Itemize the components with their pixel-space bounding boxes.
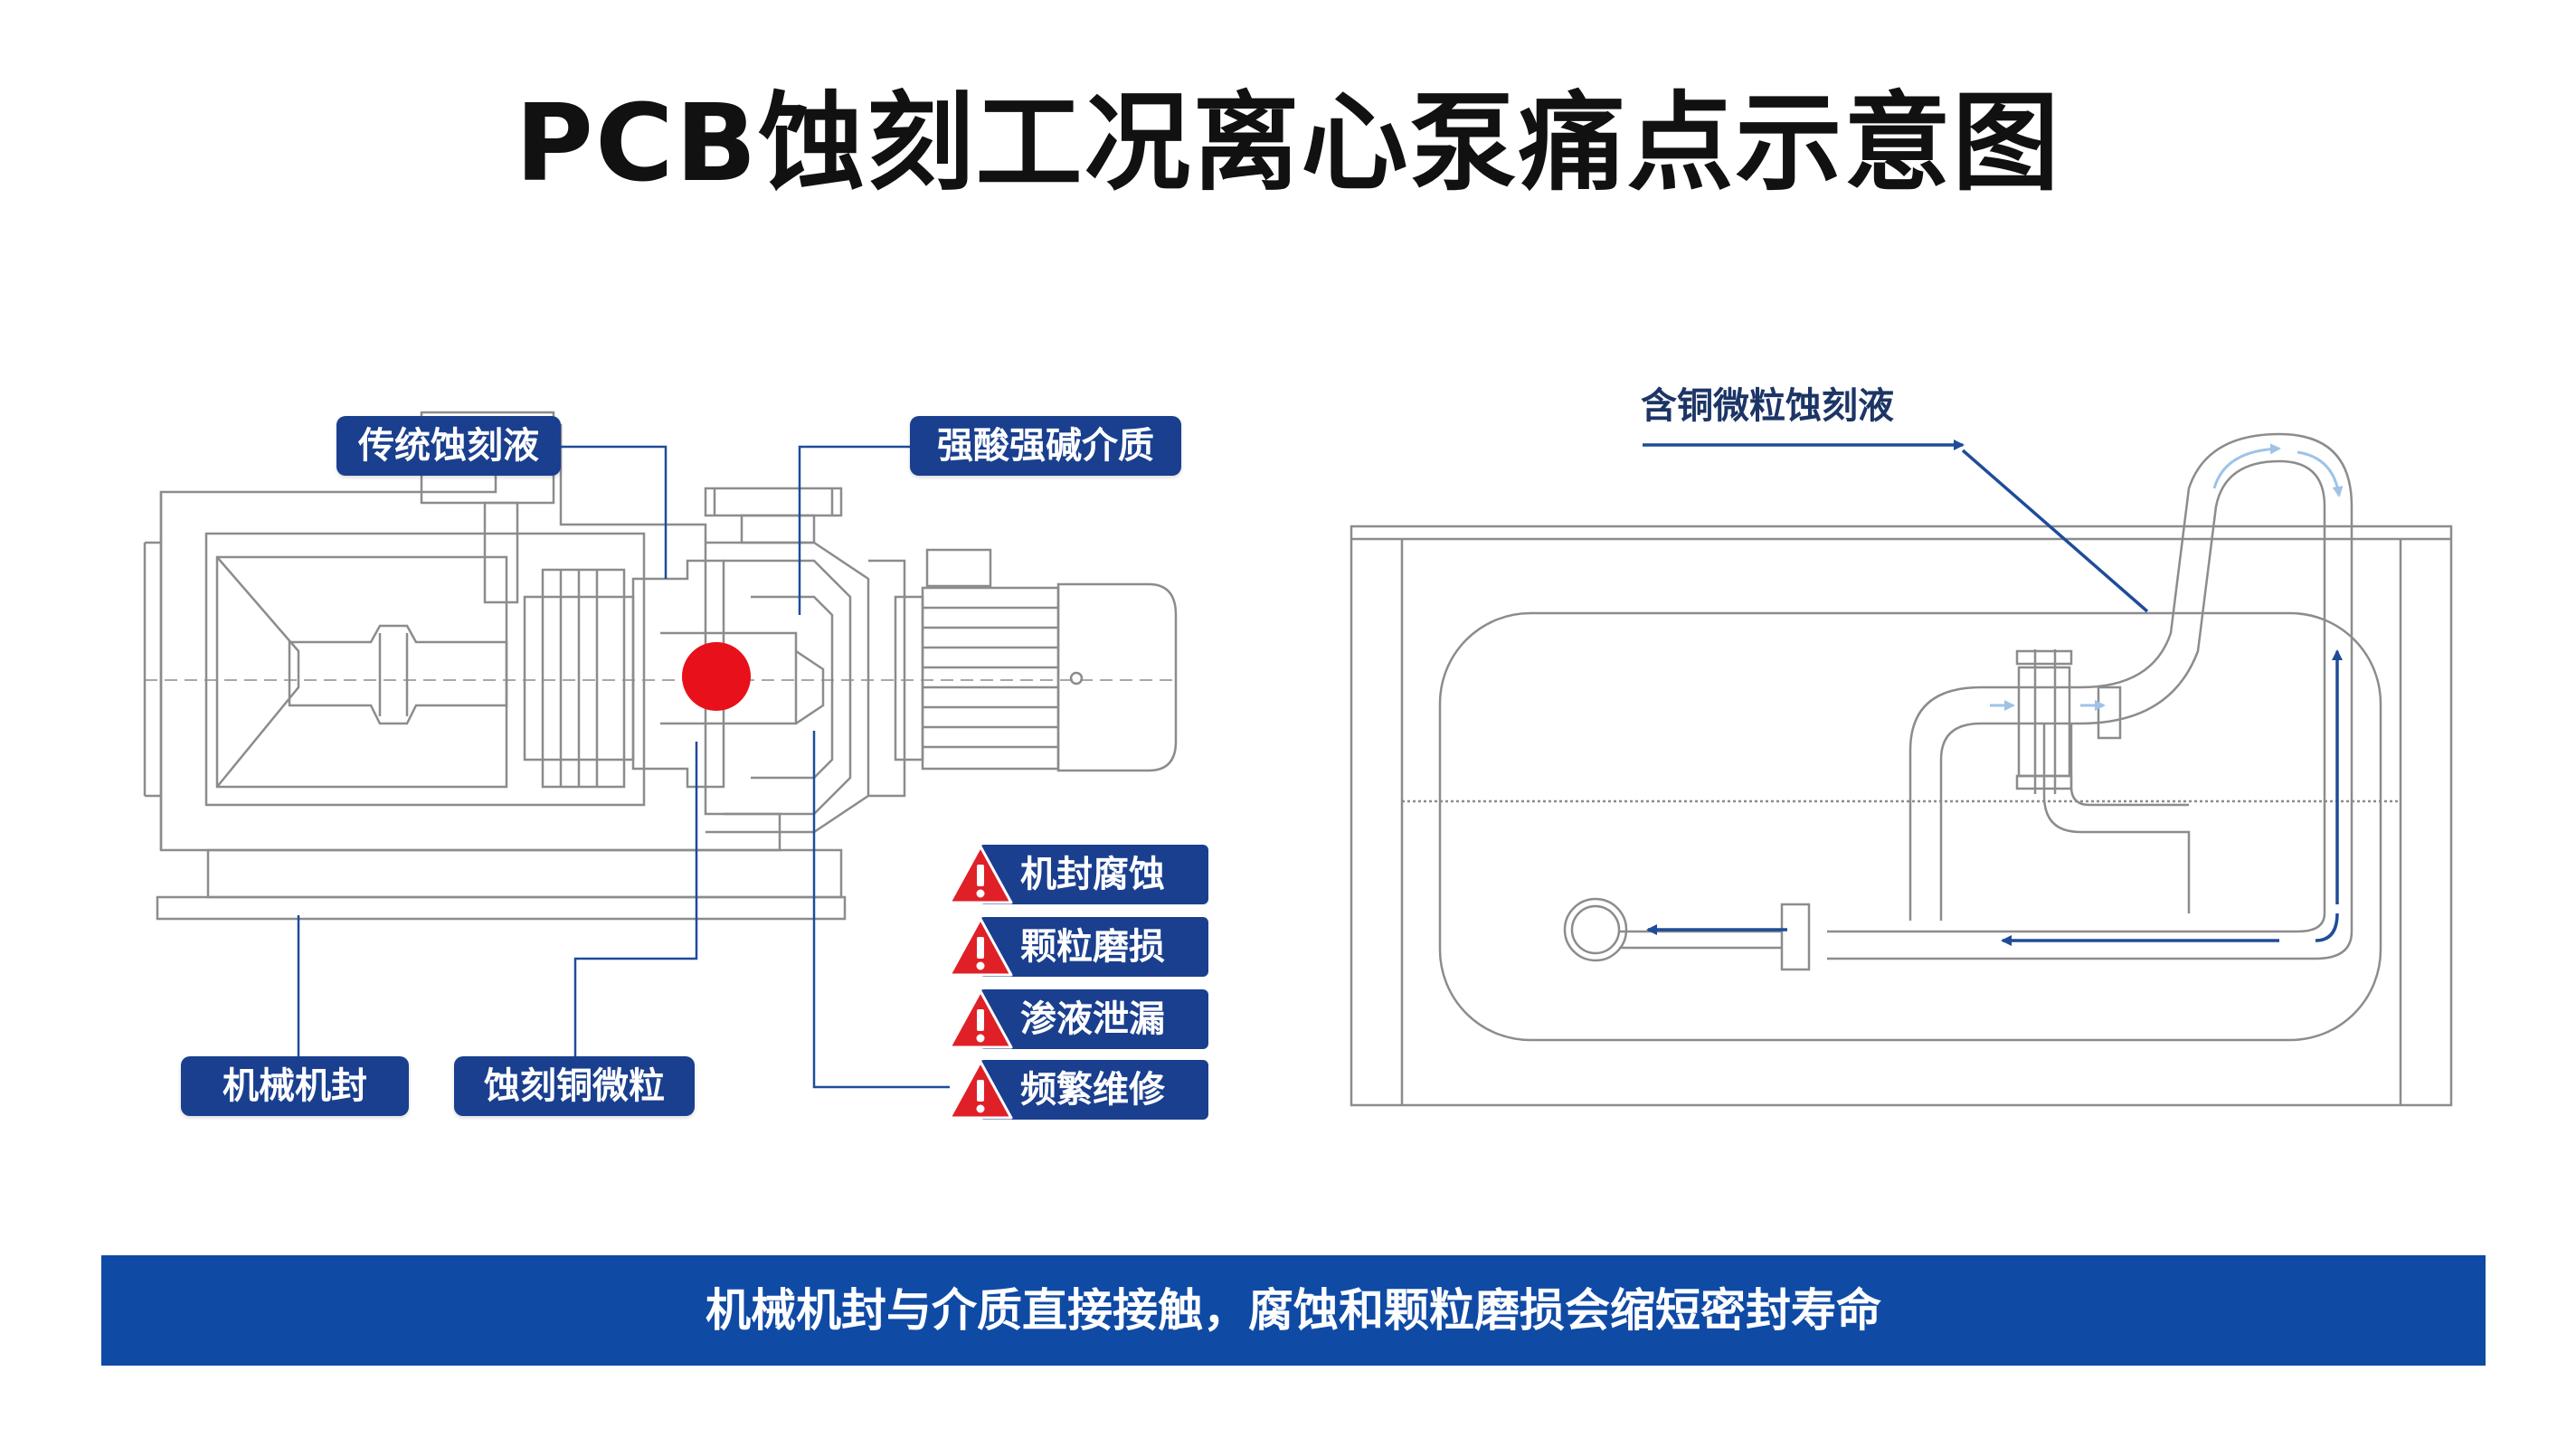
flow-arrows xyxy=(1643,440,2343,946)
tank-inner xyxy=(1438,611,2382,1042)
pain-point-text: 频繁维修 xyxy=(979,1060,1208,1120)
pump-shaft xyxy=(288,624,508,725)
label-copper-particles: 蚀刻铜微粒 xyxy=(454,1056,695,1116)
pump-base-plate xyxy=(156,895,847,921)
motor-body xyxy=(921,586,1060,771)
warning-triangle-icon xyxy=(948,845,1013,904)
flow-label: 含铜微粒蚀刻液 xyxy=(1641,385,1894,427)
label-traditional-liquid: 传统蚀刻液 xyxy=(336,416,561,476)
banner-text: 机械机封与介质直接接触，腐蚀和颗粒磨损会缩短密封寿命 xyxy=(706,1284,1881,1337)
tank-outer-frame xyxy=(1350,525,2453,1107)
pain-point-text: 渗液泄漏 xyxy=(979,989,1208,1049)
outlet-flange xyxy=(1780,903,1811,971)
pump-drawing xyxy=(143,411,1178,921)
pipe-loop-outer xyxy=(1827,432,2353,960)
pain-point-particle-wear: 颗粒磨损 xyxy=(948,917,1208,977)
page-title: PCB蚀刻工况离心泵痛点示意图 xyxy=(515,80,2061,205)
seal-hotspot xyxy=(682,642,751,711)
warning-triangle-icon xyxy=(948,1060,1013,1120)
label-mechanical-seal: 机械机封 xyxy=(181,1056,409,1116)
tank-nozzle xyxy=(1563,897,1628,962)
pain-point-leakage: 渗液泄漏 xyxy=(948,989,1208,1049)
pump-seal-chamber xyxy=(631,559,725,789)
pipe-loop-inner xyxy=(1827,459,2326,933)
tank-drawing xyxy=(1350,432,2453,1107)
pump-bearing-frame xyxy=(868,559,906,798)
pump-leader-lines xyxy=(297,445,950,1089)
motor-terminal-box xyxy=(925,548,992,588)
pain-point-text: 颗粒磨损 xyxy=(979,917,1208,977)
pump-cone xyxy=(215,555,508,789)
pump-discharge-flange xyxy=(704,487,843,517)
bottom-banner: 机械机封与介质直接接触，腐蚀和颗粒磨损会缩短密封寿命 xyxy=(101,1255,2486,1366)
label-acid-alkali: 强酸强碱介质 xyxy=(910,416,1181,476)
pain-point-seal-corrosion: 机封腐蚀 xyxy=(948,845,1208,904)
pain-point-text: 机封腐蚀 xyxy=(979,845,1208,904)
pain-point-frequent-repair: 频繁维修 xyxy=(948,1060,1208,1120)
flow-arrows-light xyxy=(1990,443,2344,711)
motor-end-cap xyxy=(1056,582,1178,772)
warning-triangle-icon xyxy=(948,989,1013,1049)
warning-triangle-icon xyxy=(948,917,1013,977)
